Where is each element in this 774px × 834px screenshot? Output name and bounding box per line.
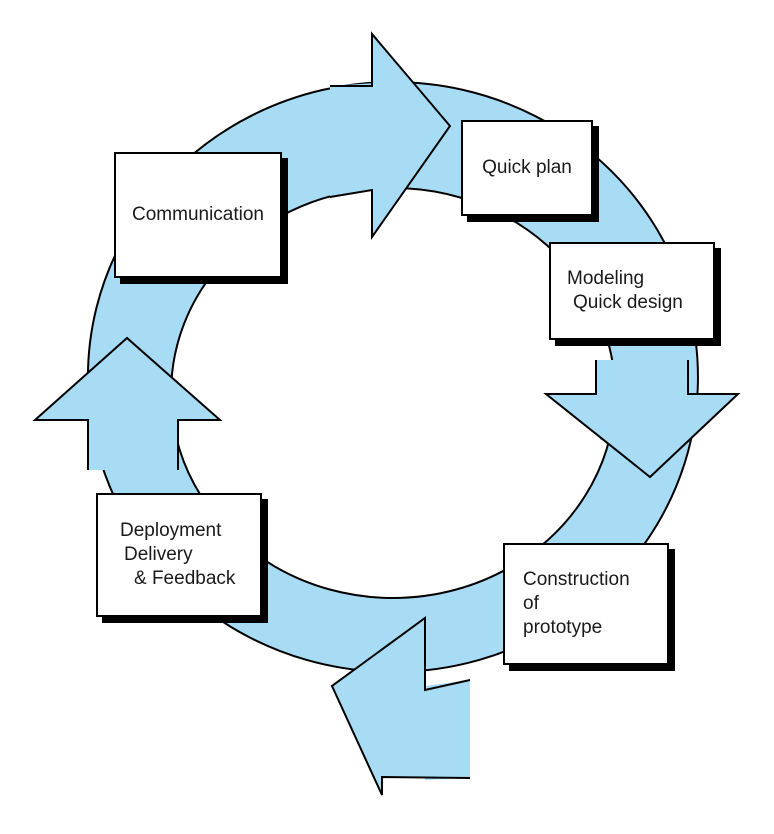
stage-quick-plan-label: Quick plan: [482, 157, 572, 179]
stage-deployment-line-1: Deployment: [120, 520, 222, 542]
stage-deployment-line-2: Delivery: [124, 544, 193, 566]
stage-deployment-line-3: & Feedback: [134, 567, 236, 589]
top-arrow-icon: [329, 31, 452, 241]
bottom-arrow-icon: [330, 616, 471, 796]
stage-modeling-line-2: Quick design: [573, 292, 683, 313]
stage-construction: Construction of prototype: [503, 543, 669, 665]
stage-quick-plan: Quick plan: [461, 120, 593, 216]
stage-construction-line-2: of: [523, 593, 539, 615]
stage-construction-line-3: prototype: [523, 616, 603, 638]
stage-deployment: Deployment Delivery & Feedback: [96, 493, 262, 617]
right-arrow-icon: [543, 360, 741, 479]
stage-communication: Communication: [114, 152, 282, 278]
stage-construction-line-1: Construction: [523, 569, 630, 591]
stage-modeling: Modeling Quick design: [549, 242, 715, 340]
stage-modeling-line-1: Modeling: [567, 268, 645, 290]
left-arrow-icon: [32, 336, 223, 470]
stage-communication-label: Communication: [132, 204, 264, 226]
